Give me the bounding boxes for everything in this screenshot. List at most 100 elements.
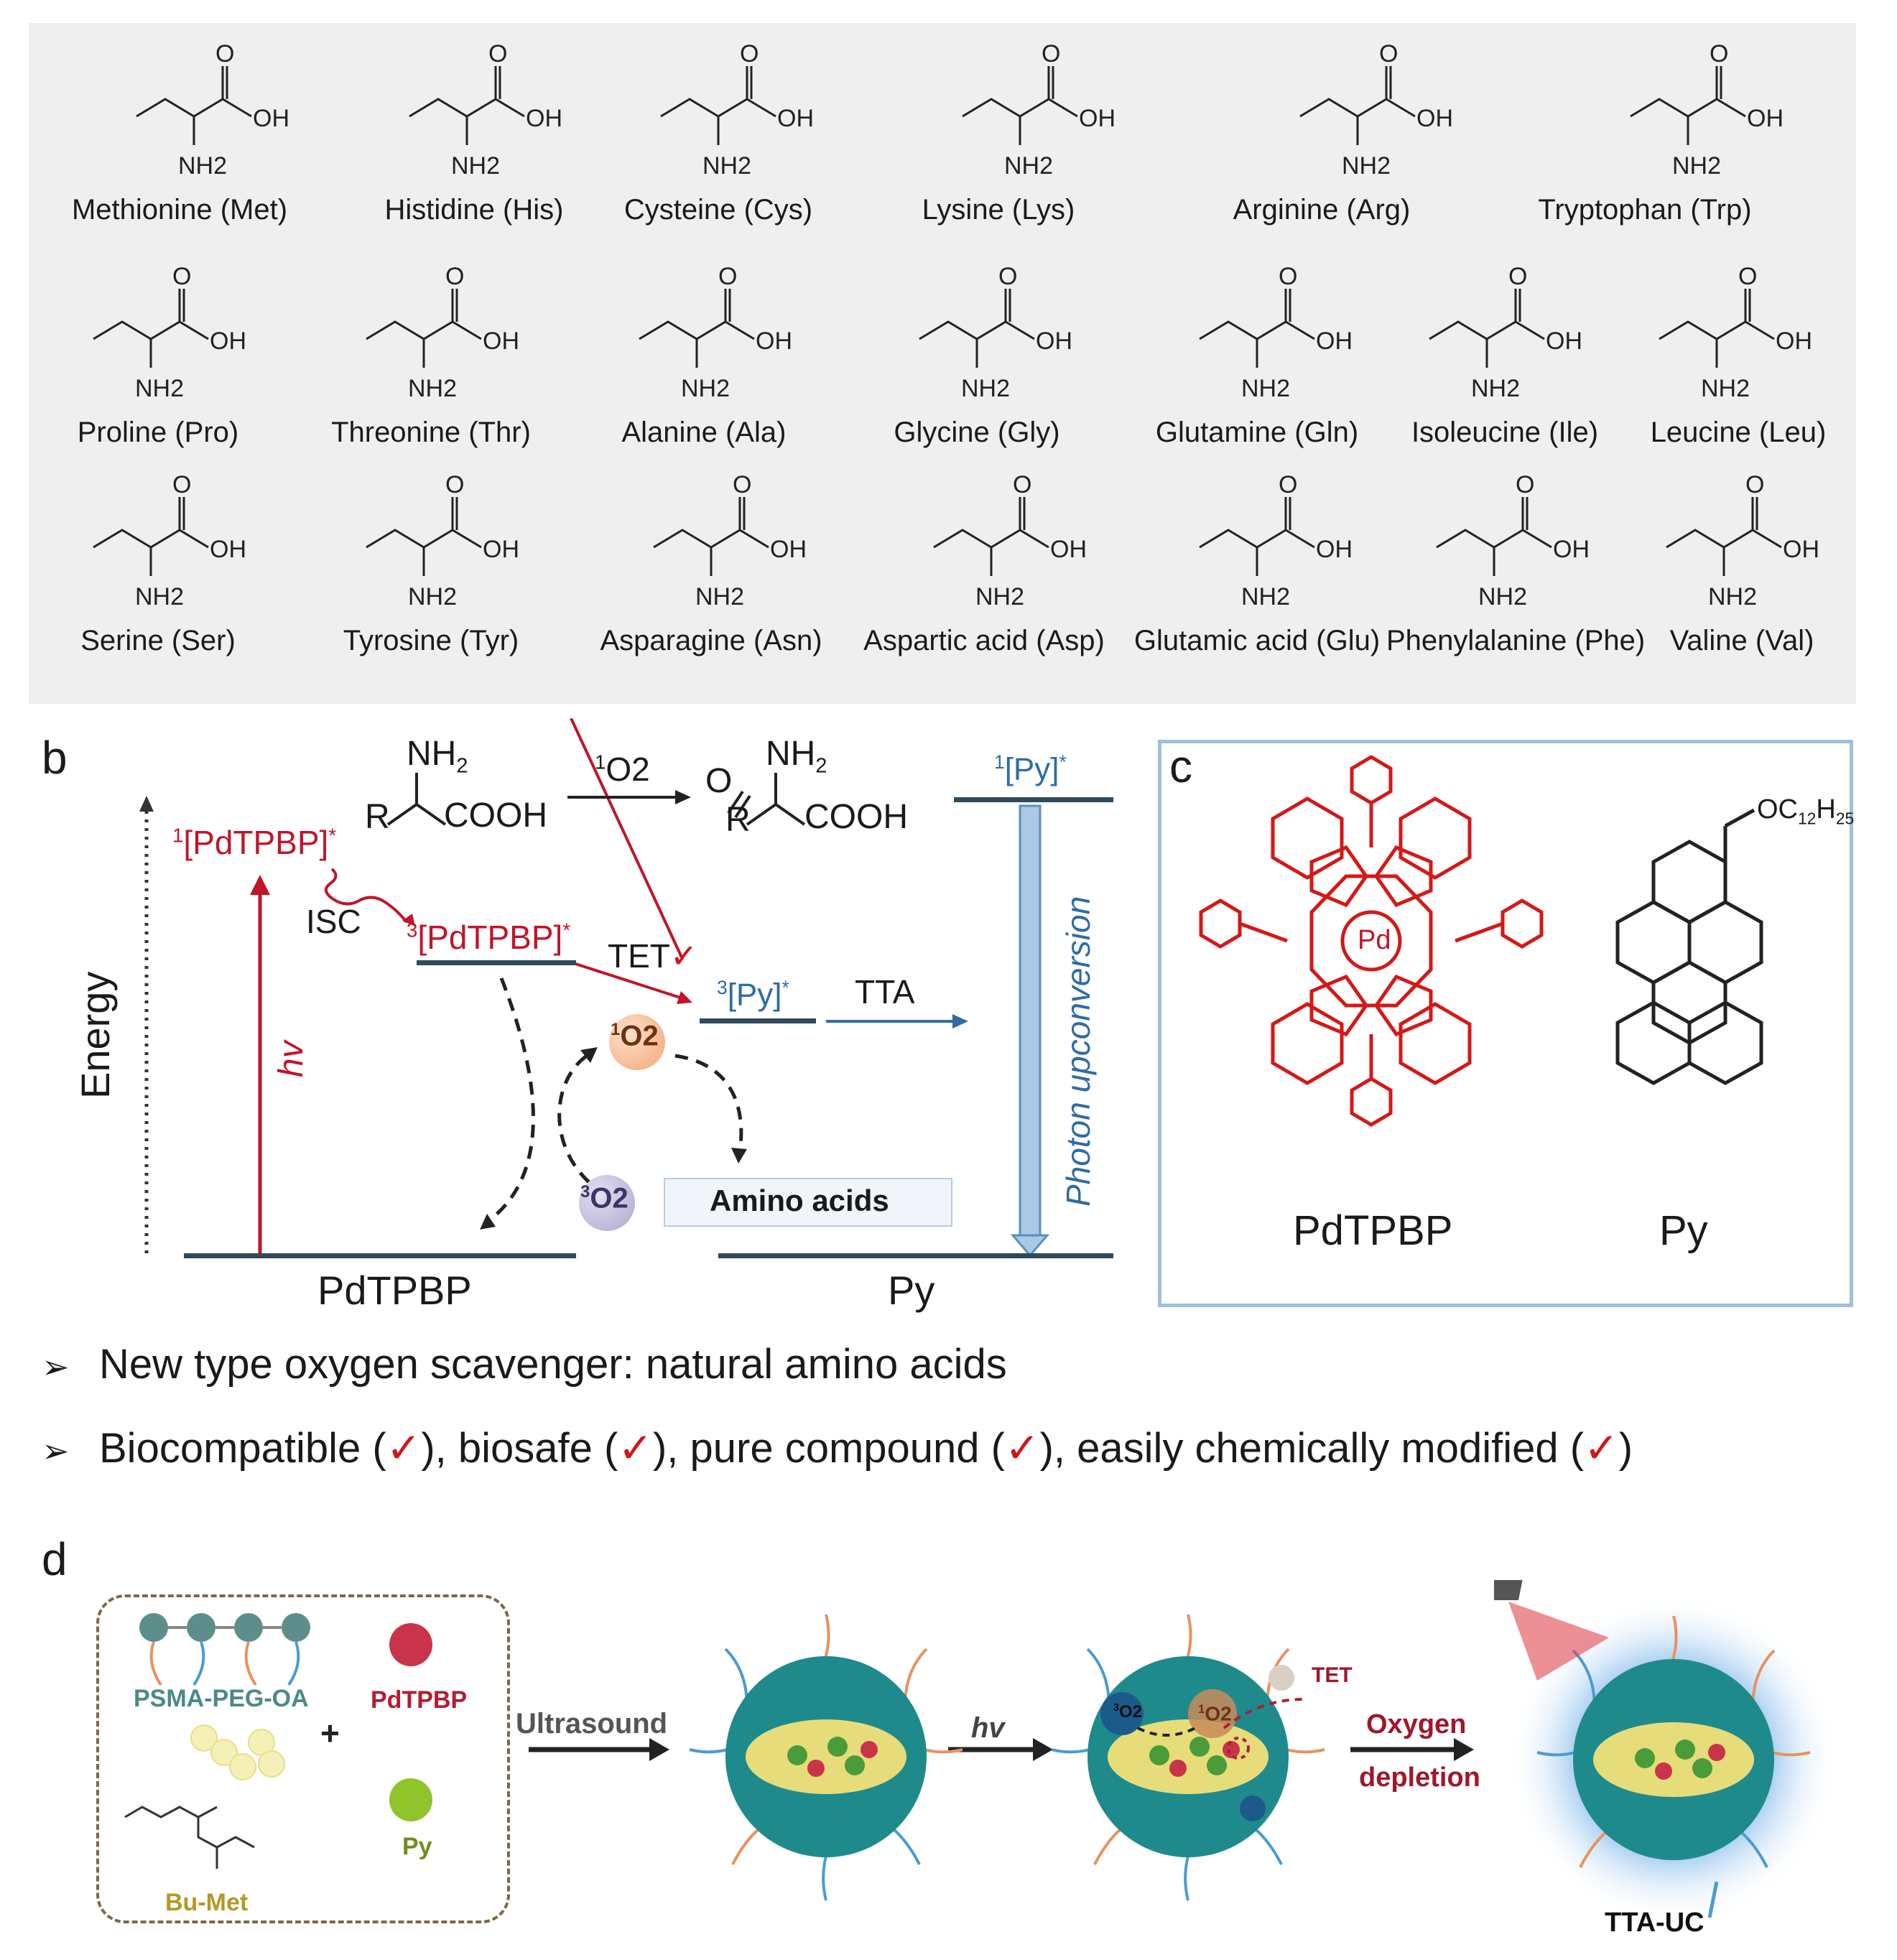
- amine: NH2: [681, 375, 730, 402]
- hydroxyl: OH: [756, 328, 792, 355]
- carbonyl-o: O: [1279, 263, 1297, 290]
- py-label: Py: [1659, 1207, 1708, 1254]
- amine: NH2: [1342, 152, 1391, 180]
- oxygen-label: Oxygen: [1366, 1709, 1467, 1740]
- py-component-label: Py: [402, 1833, 432, 1860]
- process-arrows: [529, 1738, 1474, 1761]
- amino-acid-name: Glycine (Gly): [894, 417, 1060, 448]
- tta-label: TTA: [855, 973, 915, 1011]
- carbonyl-o: O: [172, 263, 191, 290]
- carbonyl-o: O: [445, 471, 464, 498]
- hydroxyl: OH: [1316, 328, 1353, 355]
- triplet-oxygen-circle: [579, 1175, 635, 1231]
- plus-sign: +: [320, 1714, 340, 1752]
- py-ground-level: [718, 1253, 1113, 1258]
- hydroxyl: OH: [483, 328, 519, 355]
- amine: NH2: [1701, 375, 1750, 402]
- np-o2-1-text: O2: [1205, 1702, 1232, 1725]
- hv-text: hv: [272, 1041, 310, 1077]
- singlet-oxygen-label: 1O2: [611, 1020, 659, 1052]
- amine: NH2: [451, 152, 500, 180]
- amine: NH2: [961, 375, 1010, 402]
- hydroxyl: OH: [1776, 328, 1812, 355]
- pdtpbp-label: PdTPBP: [1293, 1207, 1453, 1254]
- carbonyl-o: O: [998, 263, 1017, 290]
- amino-acid-name: Lysine (Lys): [922, 194, 1075, 226]
- carbonyl-o: O: [740, 40, 759, 68]
- nanoparticle-1: [689, 1614, 963, 1901]
- reagent-label: 1O2: [595, 751, 650, 788]
- hydroxyl: OH: [526, 105, 562, 132]
- carbonyl-o: O: [172, 471, 191, 498]
- bullet-arrow-icon: ➢: [42, 1432, 70, 1469]
- hydroxyl: OH: [253, 105, 289, 132]
- hydroxyl: OH: [777, 105, 814, 132]
- energy-label: Energy: [73, 971, 118, 1099]
- reactant-r: R: [365, 798, 390, 836]
- amino-acid-name: Asparagine (Asn): [600, 625, 822, 656]
- carbonyl-o: O: [1013, 471, 1031, 498]
- polymer-label: PSMA-PEG-OA: [134, 1685, 309, 1712]
- sup-3: 3: [717, 977, 728, 998]
- reagent-text: O2: [606, 751, 650, 788]
- amino-acid-name: Glutamine (Gln): [1155, 417, 1359, 448]
- hydroxyl: OH: [1050, 536, 1087, 563]
- amine: NH2: [695, 583, 744, 610]
- hydroxyl: OH: [210, 328, 246, 355]
- hydroxyl: OH: [1747, 105, 1784, 132]
- check-icon: ✓: [618, 1425, 653, 1472]
- nanoparticle-triplet-o2: 3O2: [1113, 1702, 1143, 1722]
- hydroxyl: OH: [1079, 105, 1116, 132]
- panel-c-letter: c: [1169, 740, 1192, 792]
- amino-acid-name: Cysteine (Cys): [623, 194, 813, 226]
- star: *: [1059, 751, 1067, 773]
- amino-acid-structure: O OH NH2: [660, 40, 814, 180]
- components-box: [96, 1594, 510, 1923]
- hydroxyl: OH: [1553, 536, 1590, 563]
- amino-acid-name: Alanine (Ala): [621, 417, 787, 448]
- carbonyl-o: O: [1279, 471, 1297, 498]
- check-icon: ✓: [669, 937, 698, 975]
- amine: NH2: [1708, 583, 1757, 610]
- amino-acid-name: Proline (Pro): [77, 417, 239, 448]
- photon-upconversion-label: Photon upconversion: [1059, 896, 1097, 1207]
- amine: NH2: [702, 152, 751, 180]
- bullet-2-text: Biocompatible (✓), biosafe (✓), pure com…: [99, 1425, 1633, 1472]
- pd-atom: Pd: [1358, 925, 1391, 955]
- energy-diagram-lines: [139, 718, 1050, 1258]
- structures-panel: [1158, 740, 1853, 1307]
- amino-acid-name: Phenylalanine (Phe): [1386, 625, 1646, 656]
- amino-acid-name: Isoleucine (Ile): [1411, 417, 1599, 448]
- components-graphics: [124, 1613, 432, 1869]
- isc-label: ISC: [306, 903, 361, 940]
- carbonyl-o: O: [1738, 263, 1757, 290]
- amine: NH2: [1672, 152, 1721, 180]
- pd-triplet-level: [417, 960, 576, 965]
- panel-b-letter: b: [42, 732, 68, 784]
- depletion-label: depletion: [1359, 1762, 1480, 1793]
- amino-acid-name: Valine (Val): [1669, 625, 1814, 656]
- singlet-oxygen-text: O2: [620, 1020, 659, 1052]
- amine: NH2: [1004, 152, 1053, 180]
- amino-acid-name: Aspartic acid (Asp): [863, 625, 1105, 656]
- pd-ground-label: PdTPBP: [317, 1268, 472, 1313]
- py-triplet-level: [700, 1018, 816, 1023]
